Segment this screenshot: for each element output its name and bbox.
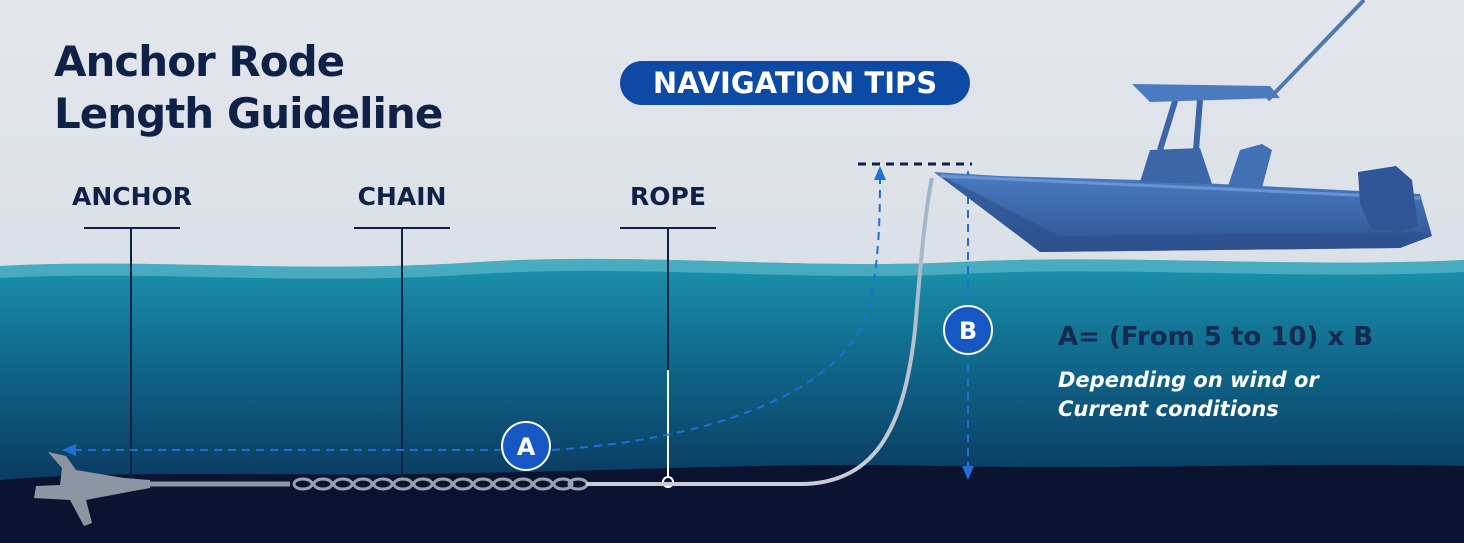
- rode-length-formula: A= (From 5 to 10) x B: [1058, 320, 1373, 354]
- t-top-pole-left: [1157, 97, 1179, 151]
- note-line-1: Depending on wind or: [1058, 368, 1319, 392]
- seabed: [0, 464, 1464, 543]
- navigation-tips-badge: NAVIGATION TIPS: [620, 61, 970, 105]
- rope-label: ROPE: [630, 182, 706, 211]
- t-top-pole-right: [1193, 99, 1203, 151]
- water-surface-highlight: [0, 258, 1464, 279]
- boat-seat: [1228, 144, 1272, 188]
- marker-a-letter: A: [517, 433, 536, 461]
- dimension-a-arrow-top: [874, 166, 886, 180]
- conditions-note: Depending on wind or Current conditions: [1058, 366, 1319, 424]
- chain-label: CHAIN: [357, 182, 447, 211]
- title-line-1: Anchor Rode: [54, 37, 345, 86]
- marker-a: A: [501, 421, 551, 471]
- page-title: Anchor Rode Length Guideline: [54, 36, 443, 140]
- t-top-canopy: [1132, 84, 1280, 102]
- dimension-a-line: [74, 177, 881, 451]
- formula-body: (From 5 to 10) x B: [1099, 322, 1374, 352]
- fishing-rod: [1266, 0, 1366, 102]
- note-line-2: Current conditions: [1058, 397, 1279, 421]
- dimension-a-arrow-left: [62, 444, 76, 456]
- chain: [150, 477, 589, 491]
- formula-prefix: A=: [1058, 322, 1100, 352]
- boat-console: [1140, 148, 1212, 184]
- dimension-b-arrow-bottom: [962, 466, 974, 480]
- anchor-label: ANCHOR: [71, 182, 193, 211]
- title-line-2: Length Guideline: [54, 89, 443, 138]
- anchor-icon: [34, 452, 150, 526]
- outboard-motor: [1358, 166, 1418, 232]
- marker-b: B: [943, 305, 993, 355]
- boat-icon: [934, 0, 1432, 252]
- rope: [586, 177, 934, 486]
- marker-b-letter: B: [959, 317, 977, 345]
